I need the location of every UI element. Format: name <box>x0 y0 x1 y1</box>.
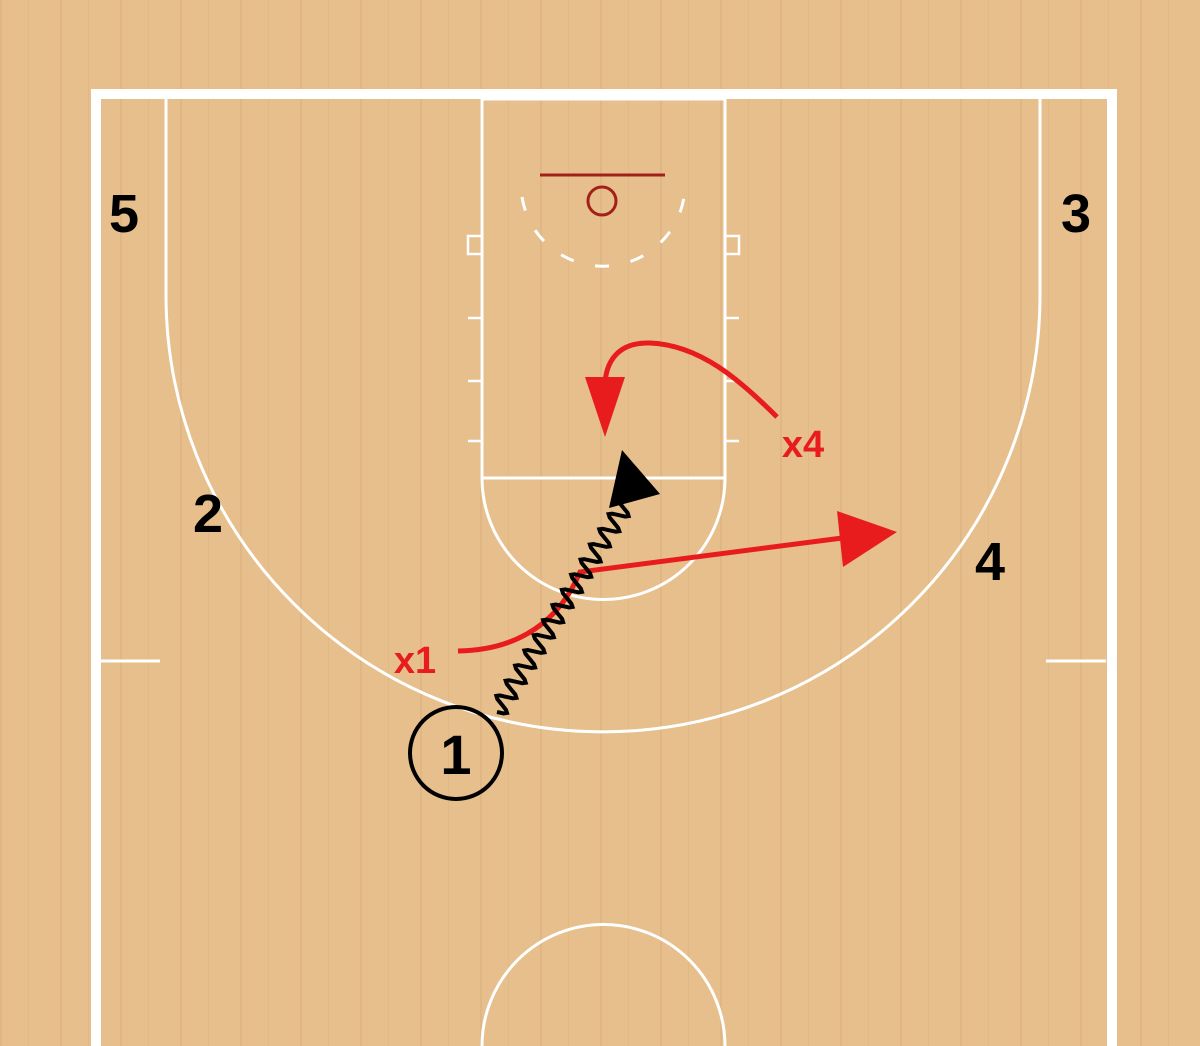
x1-arrow-icon <box>837 511 897 567</box>
center-circle <box>480 923 727 1046</box>
player-1-circle <box>408 705 504 801</box>
free-throw-circle <box>480 477 727 601</box>
block-left <box>466 234 484 256</box>
defender-x1-label: x1 <box>394 640 436 682</box>
defender-x4-label: x4 <box>782 424 824 466</box>
three-point-arc <box>164 294 1042 734</box>
rim <box>586 185 618 217</box>
x1-cut-path <box>457 534 851 654</box>
dribble-squiggle-icon <box>493 496 632 716</box>
player-1-label: 1 <box>440 723 471 786</box>
player-5-label: 5 <box>109 184 139 244</box>
player-2-label: 2 <box>193 484 223 544</box>
dribble-arrow-icon <box>609 450 660 508</box>
x4-cut-path <box>602 340 779 419</box>
player-4-label: 4 <box>975 532 1005 592</box>
player-3-label: 3 <box>1061 184 1091 244</box>
restricted-area <box>520 196 686 268</box>
court-boundary <box>91 89 1117 1046</box>
x4-arrow-icon <box>585 377 625 437</box>
lane <box>480 97 727 480</box>
block-right <box>723 234 741 256</box>
court-lines <box>91 89 1117 1046</box>
